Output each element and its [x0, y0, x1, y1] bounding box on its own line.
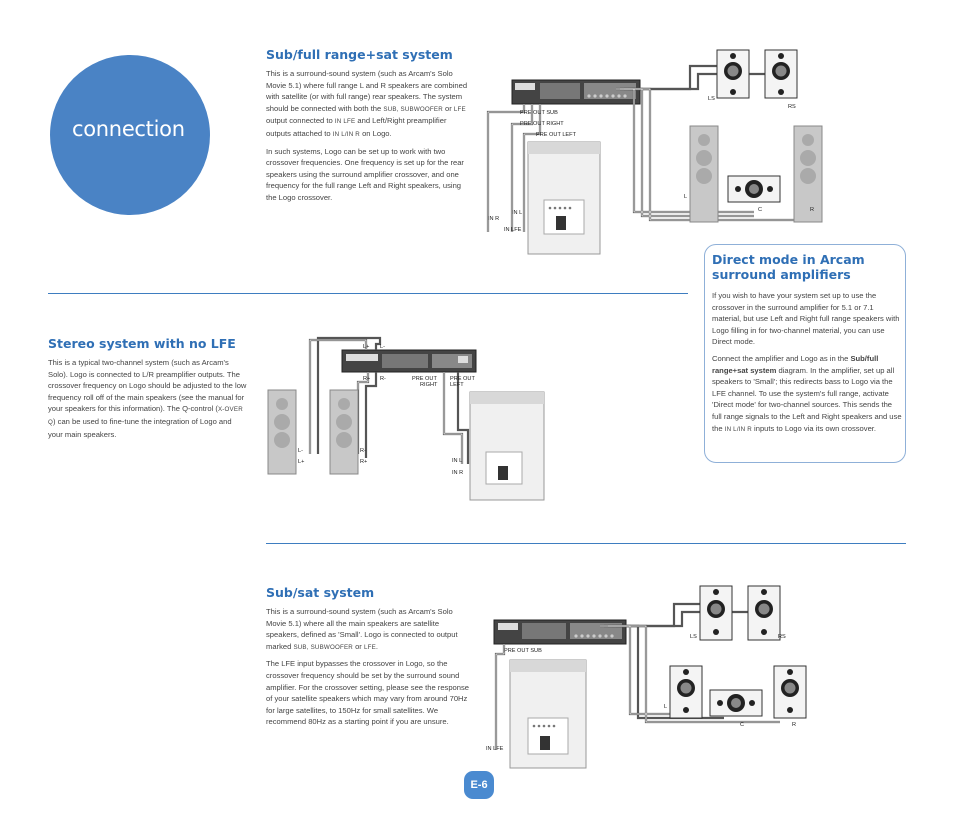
speaker-ls-icon: [716, 49, 750, 99]
label-l-minus: L-: [380, 344, 385, 350]
speaker-left-icon: [267, 389, 297, 475]
label-l: L: [684, 194, 687, 200]
label-spk-l-plus: L+: [298, 459, 304, 465]
label-in-lfe: IN LFE: [486, 746, 504, 752]
speaker-right-icon: [329, 389, 359, 475]
divider-2: [266, 543, 906, 544]
label-c: C: [740, 722, 744, 728]
amplifier-icon: [511, 79, 641, 105]
label-in-l: IN L: [452, 458, 462, 464]
direct-mode-box: [704, 244, 906, 463]
speaker-rs-icon: [764, 49, 798, 99]
speaker-ls-icon: [699, 585, 733, 641]
label-pre-out-sub: PRE OUT SUB: [504, 648, 542, 654]
label-pre-out-sub: PRE OUT SUB: [520, 110, 558, 116]
subsat-text: This is a surround-sound system (such as…: [266, 607, 470, 727]
label-spk-r-plus: R+: [360, 459, 367, 465]
speaker-r-icon: [793, 125, 823, 223]
amplifier-icon: [493, 619, 627, 645]
label-in-lfe: IN LFE: [504, 227, 522, 233]
subwoofer-icon: [509, 659, 587, 769]
label-r: R: [810, 207, 814, 213]
page-number-badge: E-6: [464, 771, 494, 799]
label-pre-out-left-2: LEFT: [450, 382, 464, 388]
label-ls: LS: [690, 634, 697, 640]
subsat-heading: Sub/sat system: [266, 585, 375, 600]
amplifier-icon: [341, 349, 477, 373]
subfull-text: This is a surround-sound system (such as…: [266, 69, 468, 202]
subfull-heading: Sub/full range+sat system: [266, 47, 453, 62]
label-in-r: IN R: [488, 216, 499, 222]
speaker-c-icon: [709, 689, 763, 717]
speaker-r-icon: [773, 665, 807, 719]
label-r: R: [792, 722, 796, 728]
direct-text: If you wish to have your system set up t…: [712, 291, 902, 433]
label-pre-out-left: PRE OUT LEFT: [536, 132, 577, 138]
speaker-rs-icon: [747, 585, 781, 641]
label-rs: RS: [778, 634, 786, 640]
page-title: connection: [72, 117, 185, 141]
speaker-c-icon: [727, 175, 781, 203]
direct-heading: Direct mode in Arcam surround amplifiers: [712, 252, 865, 282]
speaker-l-icon: [689, 125, 719, 223]
label-l-plus: L+: [363, 344, 369, 350]
label-in-r: IN R: [452, 470, 463, 476]
label-pre-out-right-1: PRE OUT: [412, 376, 437, 382]
diagram-subsat: PRE OUT SUB IN LFE LS RS L C R: [486, 585, 807, 769]
label-spk-l-minus: L-: [298, 448, 303, 454]
label-pre-out-left-1: PRE OUT: [450, 376, 475, 382]
label-c: C: [758, 207, 762, 213]
subwoofer-icon: [469, 391, 545, 501]
divider-1: [48, 293, 688, 294]
label-spk-r-minus: R-: [360, 448, 366, 454]
stereo-heading: Stereo system with no LFE: [48, 336, 236, 351]
subwoofer-icon: [527, 141, 601, 255]
label-rs: RS: [788, 104, 796, 110]
label-ls: LS: [708, 96, 715, 102]
diagram-subfull: PRE OUT SUB PRE OUT RIGHT PRE OUT LEFT I…: [486, 49, 823, 255]
label-r-minus: R-: [380, 376, 386, 382]
stereo-text: This is a typical two-channel system (su…: [48, 358, 247, 439]
speaker-l-icon: [669, 665, 703, 719]
label-in-l: IN L: [512, 210, 522, 216]
label-pre-out-right-2: RIGHT: [420, 382, 438, 388]
label-pre-out-right: PRE OUT RIGHT: [520, 121, 564, 127]
label-l: L: [664, 704, 667, 710]
title-circle: [50, 55, 210, 215]
diagram-stereo: L+ L- R+ R- PRE OUT RIGHT PRE OUT LEFT L…: [267, 336, 545, 501]
label-r-plus: R+: [363, 376, 370, 382]
